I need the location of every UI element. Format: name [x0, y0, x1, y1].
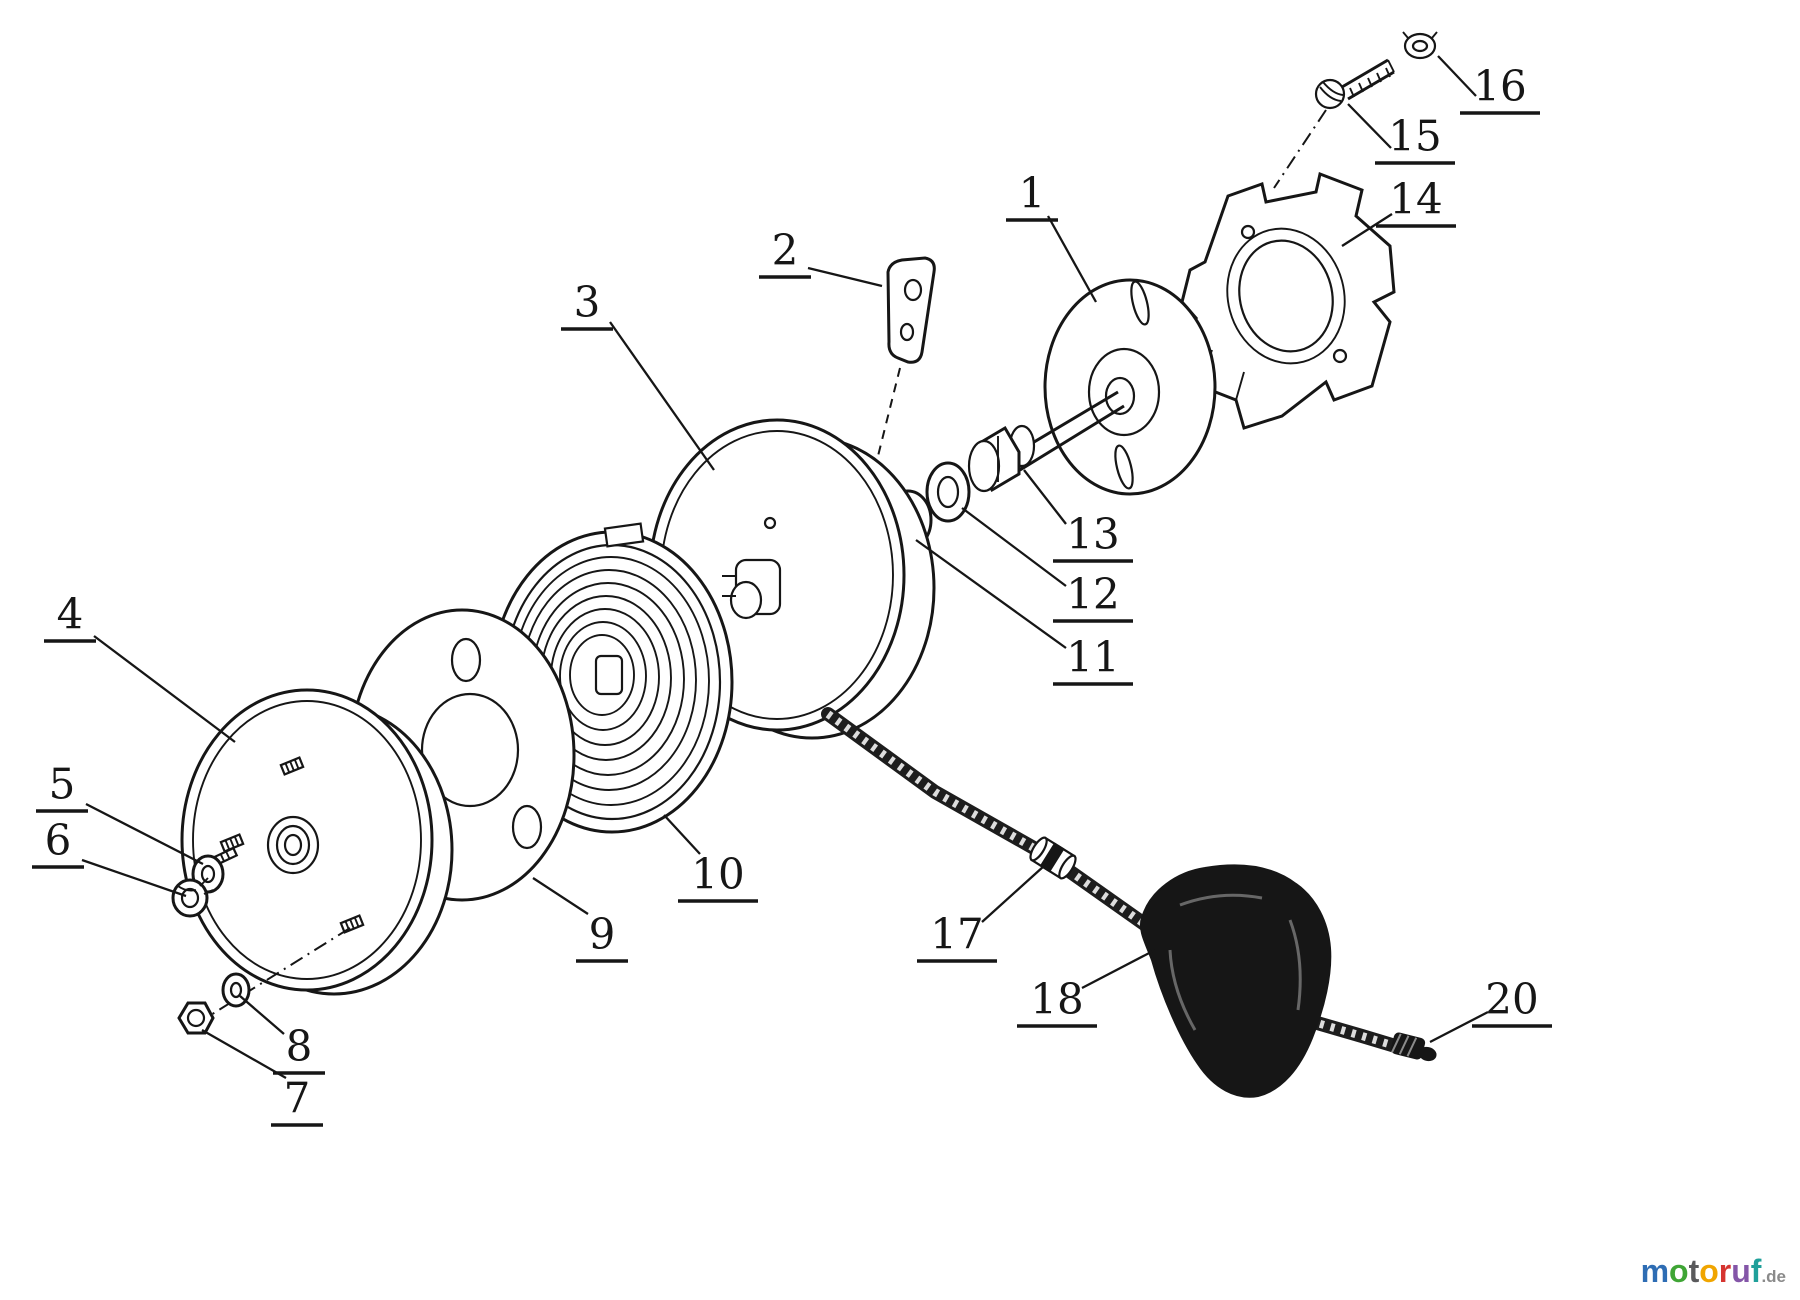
part-label-7: 7 — [201, 1029, 323, 1127]
part-label-2: 2 — [759, 226, 883, 288]
part-number-text: 4 — [57, 590, 84, 639]
part-label-11: 11 — [915, 539, 1133, 686]
leader-line — [1341, 213, 1393, 247]
leader-line — [1023, 469, 1067, 525]
part-7-nut — [177, 1001, 215, 1035]
part-label-4: 4 — [44, 590, 236, 743]
part-label-5: 5 — [36, 760, 204, 866]
watermark: motoruf.de — [1641, 1253, 1786, 1290]
leader-line — [609, 321, 715, 471]
watermark-letter: r — [1718, 1253, 1732, 1289]
part-12-washer — [925, 461, 971, 523]
leader-line — [201, 1029, 287, 1079]
part-4-pulley-cover — [180, 688, 454, 996]
part-1-starter-cup — [1043, 278, 1217, 496]
part-label-1: 1 — [1006, 169, 1098, 303]
part-2-pawl — [877, 256, 936, 457]
part-number-text: 1 — [1019, 169, 1046, 218]
part-number-text: 10 — [691, 850, 744, 899]
part-label-9: 9 — [532, 877, 628, 963]
leader-line — [85, 802, 204, 866]
leader-line — [1046, 215, 1098, 303]
part-20-rope-end — [1390, 1032, 1437, 1062]
part-17-rope-ferrule — [1029, 836, 1077, 880]
part-number-text: 20 — [1485, 975, 1538, 1024]
leader-line — [1347, 103, 1392, 149]
part-number-text: 3 — [574, 278, 601, 327]
part-15-screw — [1273, 58, 1395, 189]
watermark-letter: f — [1750, 1253, 1762, 1289]
watermark-suffix: .de — [1761, 1267, 1786, 1286]
leader-line — [961, 507, 1067, 587]
watermark-word: motoruf — [1641, 1253, 1762, 1289]
leader-line — [81, 858, 187, 898]
part-number-text: 7 — [284, 1074, 311, 1123]
part-label-15: 15 — [1347, 103, 1455, 165]
part-label-13: 13 — [1023, 469, 1133, 563]
leader-line — [915, 539, 1067, 649]
part-18-starter-handle — [1140, 864, 1332, 1098]
part-6-retaining-clip — [171, 877, 214, 918]
part-number-text: 13 — [1066, 510, 1119, 559]
part-label-12: 12 — [961, 507, 1133, 623]
leader-line — [807, 266, 883, 288]
leader-line — [663, 814, 701, 855]
leader-line — [1429, 1010, 1489, 1044]
part-14-mounting-bracket — [1178, 171, 1396, 430]
leader-line — [532, 877, 589, 915]
leader-line — [1437, 55, 1477, 97]
part-label-8: 8 — [239, 995, 325, 1075]
part-number-text: 2 — [772, 226, 799, 275]
part-label-18: 18 — [1017, 948, 1156, 1028]
part-label-20: 20 — [1429, 975, 1552, 1044]
pulley-stud — [279, 756, 305, 776]
part-label-6: 6 — [32, 816, 187, 898]
watermark-letter: m — [1640, 1253, 1670, 1289]
part-label-3: 3 — [561, 278, 715, 471]
part-label-10: 10 — [663, 814, 758, 903]
part-number-text: 18 — [1030, 975, 1083, 1024]
part-13-nut — [967, 424, 1036, 493]
part-number-text: 6 — [45, 816, 72, 865]
part-number-text: 8 — [286, 1022, 313, 1071]
part-label-17: 17 — [917, 865, 1045, 963]
part-number-text: 17 — [930, 910, 983, 959]
leader-line — [981, 865, 1045, 923]
part-number-text: 14 — [1389, 175, 1442, 224]
leader-line — [1081, 948, 1156, 990]
part-number-text: 12 — [1066, 570, 1119, 619]
part-number-text: 16 — [1473, 62, 1526, 111]
pulley-stud — [339, 914, 365, 934]
leader-line — [93, 635, 236, 743]
watermark-letter: t — [1688, 1253, 1700, 1289]
part-number-text: 11 — [1066, 633, 1119, 682]
part-number-text: 5 — [49, 760, 76, 809]
part-16-push-nut — [1402, 31, 1438, 60]
watermark-letter: o — [1699, 1253, 1719, 1289]
part-label-16: 16 — [1437, 55, 1540, 115]
leader-line — [239, 995, 285, 1035]
part-number-text: 9 — [589, 910, 616, 959]
part-number-text: 15 — [1388, 112, 1441, 161]
part-label-14: 14 — [1341, 175, 1456, 247]
watermark-letter: u — [1731, 1253, 1751, 1289]
watermark-letter: o — [1669, 1253, 1689, 1289]
